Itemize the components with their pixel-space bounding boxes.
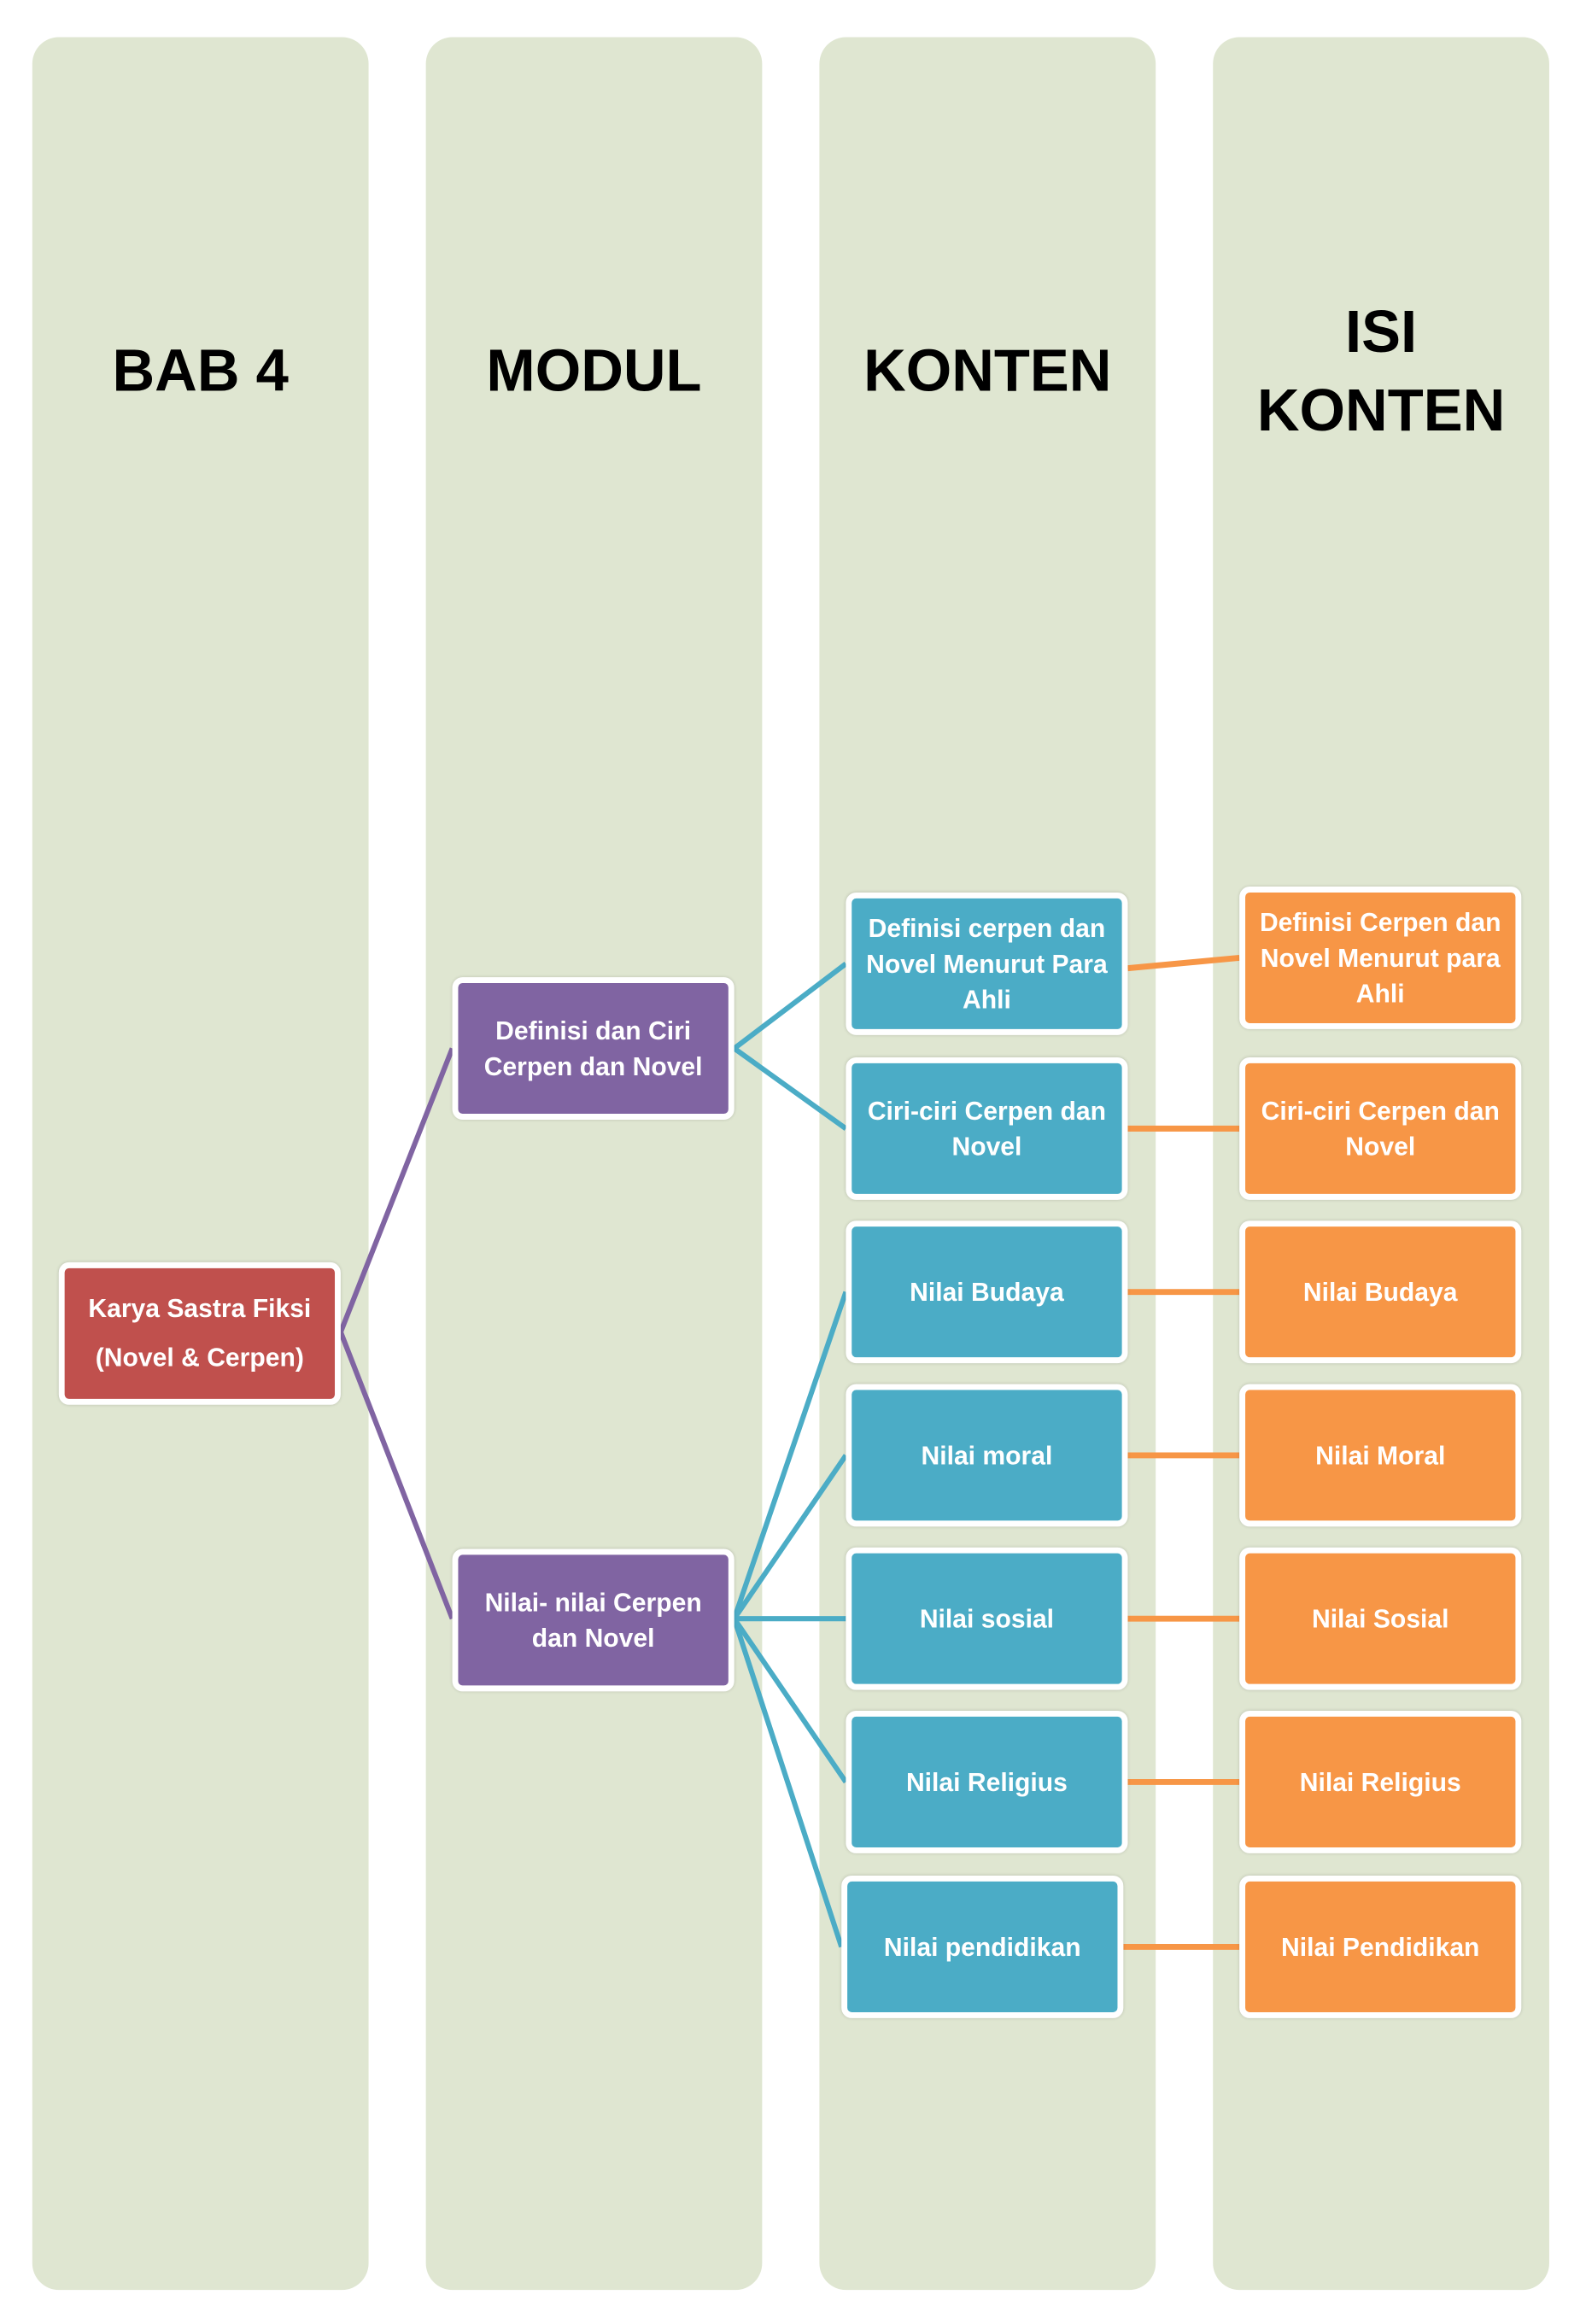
isi-konten-node: Nilai Pendidikan	[1239, 1875, 1522, 2018]
root-node: Karya Sastra Fiksi (Novel & Cerpen)	[58, 1262, 341, 1405]
modul-node: Nilai- nilai Cerpen dan Novel	[452, 1548, 734, 1692]
header-isi-line2: KONTEN	[1256, 378, 1506, 444]
konten-node: Nilai Religius	[846, 1710, 1128, 1853]
isi-konten-node: Nilai Moral	[1239, 1384, 1522, 1527]
connector-modul2-konten3	[731, 1291, 849, 1620]
isi-konten-node: Nilai Religius	[1239, 1710, 1522, 1853]
konten-node: Nilai pendidikan	[841, 1875, 1124, 2018]
modul-node: Definisi dan Ciri Cerpen dan Novel	[452, 977, 734, 1120]
header-bab: BAB 4	[112, 338, 289, 404]
connector-modul1-konten2	[732, 1046, 848, 1131]
header-konten: KONTEN	[863, 338, 1112, 404]
isi-konten-node: Nilai Sosial	[1239, 1547, 1522, 1690]
isi-konten-node: Ciri-ciri Cerpen dan Novel	[1239, 1057, 1522, 1200]
connector-modul2-konten4	[732, 1454, 848, 1620]
connector-modul2-konten7	[731, 1618, 845, 1948]
konten-node: Nilai moral	[846, 1384, 1128, 1527]
connector-root-modul-1	[338, 1047, 455, 1333]
connector-root-modul-2	[338, 1331, 455, 1620]
header-modul: MODUL	[486, 338, 702, 404]
konten-node: Ciri-ciri Cerpen dan Novel	[846, 1057, 1128, 1200]
column-bab	[32, 37, 369, 2291]
connector-modul2-konten6	[732, 1617, 848, 1784]
connector-konten-isi-1	[1127, 954, 1240, 972]
column-modul	[425, 37, 763, 2291]
konten-node: Definisi cerpen dan Novel Menurut Para A…	[846, 892, 1128, 1035]
konten-node: Nilai Budaya	[846, 1221, 1128, 1364]
header-isi-line1: ISI	[1345, 300, 1418, 366]
header-isi-konten: ISI KONTEN	[1213, 294, 1549, 451]
isi-konten-node: Definisi Cerpen dan Novel Menurut para A…	[1239, 887, 1522, 1029]
isi-konten-node: Nilai Budaya	[1239, 1221, 1522, 1364]
connector-modul1-konten1	[732, 961, 848, 1051]
konten-node: Nilai sosial	[846, 1547, 1128, 1690]
